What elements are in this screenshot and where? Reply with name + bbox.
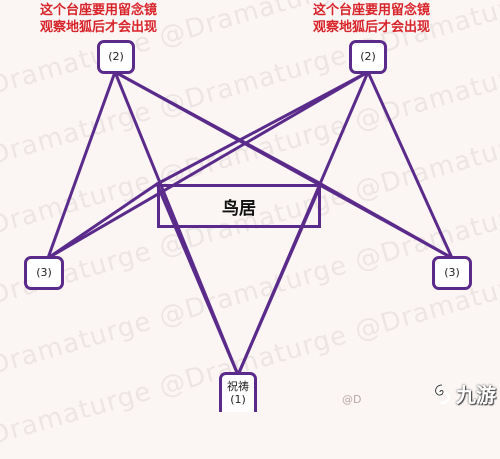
pedestal-bottom-name: 祝祷 <box>227 380 249 394</box>
logo-text: 九游 <box>456 383 496 407</box>
edge-topleft-midleft <box>46 70 117 260</box>
pedestal-top-right: (2) <box>349 40 387 74</box>
edge-topright-torii <box>155 70 370 186</box>
connection-lines <box>46 70 454 377</box>
edge-torii-midleft <box>46 182 159 260</box>
swirl-logo-icon <box>434 383 450 404</box>
pedestal-bottom-prayer: 祝祷 (1) <box>219 372 257 412</box>
edge-topright-midleft <box>46 70 370 260</box>
pedestal-top-left: (2) <box>97 40 135 74</box>
annotation-right-line-2: 观察地狐后才会出现 <box>313 20 431 35</box>
annotation-left-line-1: 这个台座要用留念镜 <box>40 3 158 18</box>
pedestal-bottom-number: (1) <box>230 392 246 406</box>
annotation-left: 这个台座要用留念镜 观察地狐后才会出现 <box>40 2 157 36</box>
watermark-handle: @D <box>342 393 362 406</box>
torii-label: 鸟居 <box>222 198 256 219</box>
pedestal-mid-right: (3) <box>432 256 472 290</box>
annotation-right: 这个台座要用留念镜 观察地狐后才会出现 <box>313 2 430 36</box>
pedestal-mid-left: (3) <box>24 256 64 290</box>
edge-torii-bottom <box>155 182 240 377</box>
edge-torii-bottom <box>236 182 323 377</box>
torii-box: 鸟居 <box>157 184 321 228</box>
annotation-left-line-2: 观察地狐后才会出现 <box>40 20 158 35</box>
annotation-right-line-1: 这个台座要用留念镜 <box>313 3 431 18</box>
site-logo: 九游 <box>430 379 496 408</box>
edge-topright-midright <box>366 70 454 260</box>
edge-torii-midright <box>319 182 454 260</box>
